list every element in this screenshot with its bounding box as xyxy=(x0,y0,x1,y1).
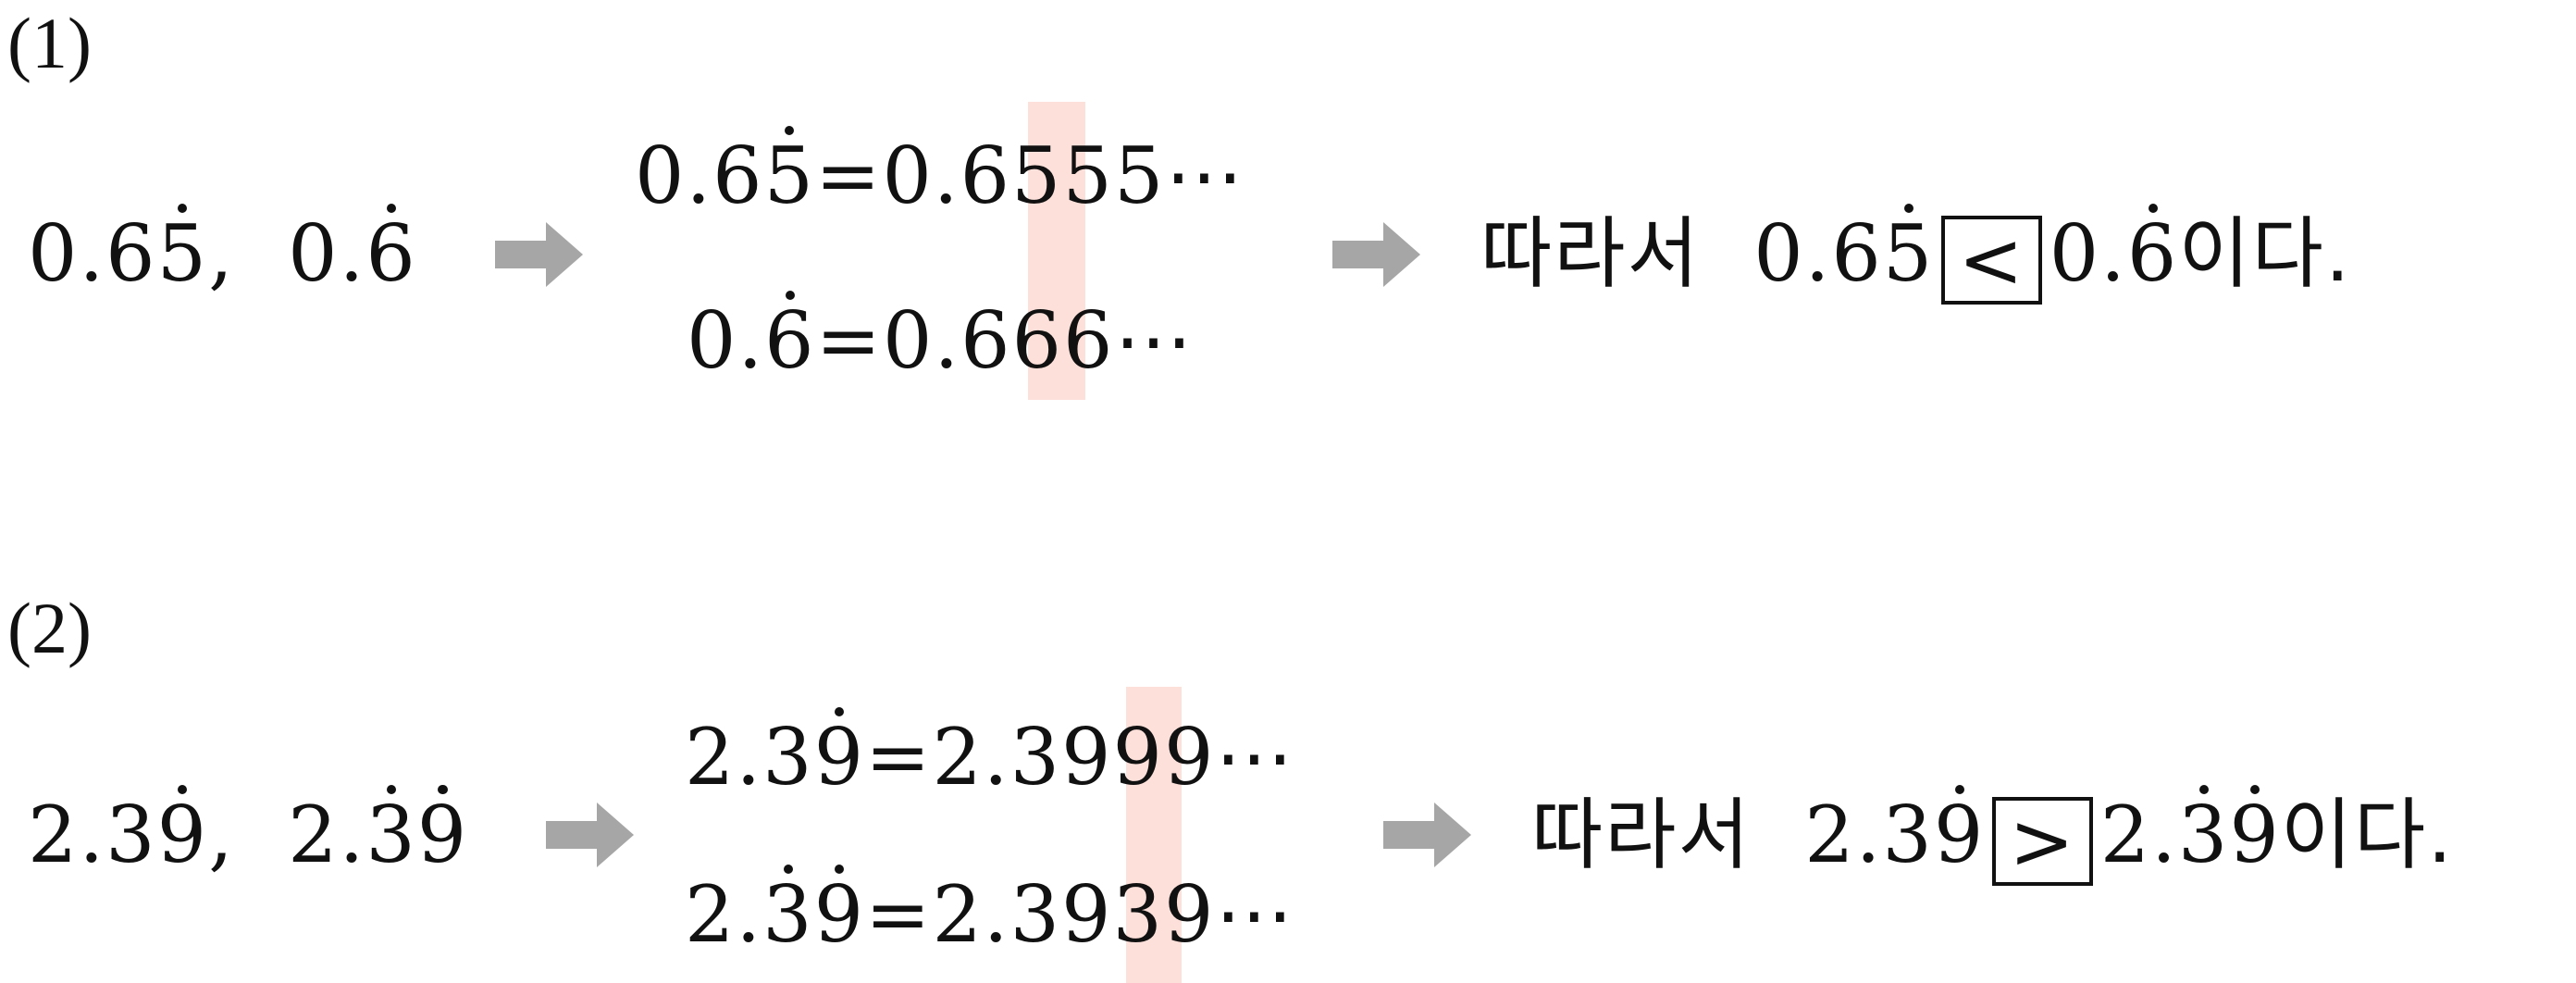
conclusion-prefix: 따라서 xyxy=(1531,790,1752,880)
conclusion-suffix: 이다. xyxy=(2178,208,2352,299)
expansion-line: 2.39=2.3999⋯ xyxy=(685,707,1295,803)
comparison-sign-box: > xyxy=(1992,796,2093,887)
right-arrow-icon xyxy=(546,803,634,867)
integer-part: 0 xyxy=(288,208,340,299)
conclusion-suffix: 이다. xyxy=(2280,790,2455,880)
non-repeating-digit: 6 xyxy=(105,208,157,299)
problem-label: (2) xyxy=(7,588,92,668)
expansion-line: 0.65=0.6555⋯ xyxy=(635,126,1245,221)
comparison-sign-box: < xyxy=(1941,215,2042,305)
decimal-pair: 0.65, 0.6 xyxy=(28,204,417,299)
conclusion-prefix: 따라서 xyxy=(1480,208,1701,299)
repeating-digit: 6 xyxy=(365,204,417,299)
highlight-column xyxy=(1028,102,1085,400)
highlight-column xyxy=(1126,687,1182,983)
problem-label: (1) xyxy=(7,3,92,83)
expansion-line: 0.6=0.666⋯ xyxy=(687,291,1195,386)
integer-part: 0 xyxy=(28,208,80,299)
decimal-pair: 2.39, 2.39 xyxy=(28,785,469,880)
right-arrow-icon xyxy=(1332,222,1420,287)
conclusion: 따라서 2.39>2.39이다. xyxy=(1531,785,2455,887)
expansion-line: 2.39=2.3939⋯ xyxy=(685,865,1295,960)
right-arrow-icon xyxy=(1383,803,1471,867)
right-arrow-icon xyxy=(495,222,583,287)
conclusion: 따라서 0.65<0.6이다. xyxy=(1480,204,2352,305)
repeating-digit: 5 xyxy=(156,204,209,299)
